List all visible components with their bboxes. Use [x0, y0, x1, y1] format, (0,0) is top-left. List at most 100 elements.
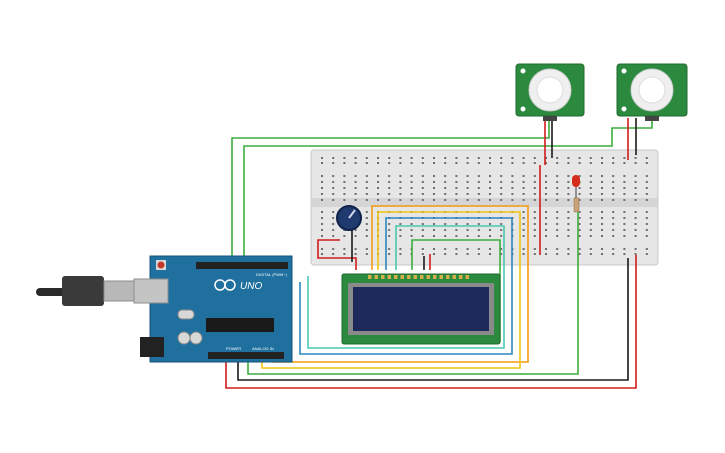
breadboard-hole	[556, 248, 559, 250]
breadboard-hole	[612, 175, 615, 177]
breadboard-hole	[343, 199, 346, 201]
wire-red-power[interactable]	[225, 255, 637, 389]
arduino-uno[interactable]: UNO DIGITAL (PWM~) POWER ANALOG IN	[133, 255, 293, 363]
breadboard-hole	[332, 211, 335, 213]
wire-cyan-1[interactable]	[307, 225, 505, 349]
breadboard-hole	[410, 157, 413, 159]
breadboard-hole	[522, 223, 525, 225]
breadboard-hole	[645, 181, 648, 183]
breadboard-hole	[601, 199, 603, 201]
lcd-pin[interactable]	[433, 275, 437, 279]
digital-header[interactable]	[196, 262, 288, 269]
lcd-pin[interactable]	[394, 275, 398, 279]
breadboard-hole	[545, 162, 547, 164]
breadboard-hole	[332, 253, 335, 255]
breadboard[interactable]	[310, 149, 659, 266]
breadboard-hole	[388, 187, 391, 189]
breadboard-hole	[645, 223, 648, 225]
power-analog-header[interactable]	[208, 352, 284, 359]
lcd-pin[interactable]	[446, 275, 450, 279]
lcd-pin[interactable]	[407, 275, 411, 279]
breadboard-hole	[332, 162, 335, 164]
breadboard-hole	[399, 223, 402, 225]
breadboard-hole	[556, 162, 559, 164]
pir-right-lens	[638, 76, 666, 104]
breadboard-hole	[567, 175, 570, 177]
breadboard-hole	[410, 229, 413, 231]
breadboard-hole	[589, 211, 592, 213]
breadboard-hole	[377, 187, 379, 189]
breadboard-hole	[601, 193, 603, 195]
breadboard-hole	[533, 248, 536, 250]
pir-left-hole-2	[520, 106, 526, 112]
led[interactable]	[572, 175, 580, 213]
breadboard-hole	[500, 235, 503, 237]
breadboard-hole	[399, 162, 402, 164]
lcd-pin[interactable]	[426, 275, 431, 279]
lcd-pin[interactable]	[387, 275, 392, 279]
breadboard-hole	[567, 181, 570, 183]
breadboard-hole	[388, 181, 391, 183]
wire-blue-1[interactable]	[299, 217, 513, 355]
breadboard-hole	[567, 157, 570, 159]
breadboard-hole	[477, 235, 480, 237]
breadboard-hole	[444, 223, 447, 225]
reset-button[interactable]	[157, 261, 165, 269]
lcd-display[interactable]	[341, 273, 501, 345]
usb-cable[interactable]	[36, 276, 135, 306]
breadboard-hole	[601, 181, 603, 183]
breadboard-hole	[343, 253, 346, 255]
breadboard-hole	[556, 181, 559, 183]
breadboard-hole	[365, 199, 368, 201]
breadboard-hole	[455, 248, 458, 250]
breadboard-hole	[477, 187, 480, 189]
lcd-pin[interactable]	[368, 275, 372, 279]
wire-green-led[interactable]	[247, 212, 579, 375]
lcd-pin[interactable]	[439, 275, 444, 279]
breadboard-hole	[343, 157, 346, 159]
potentiometer[interactable]	[336, 205, 362, 231]
breadboard-hole	[623, 217, 626, 219]
breadboard-hole	[545, 193, 547, 195]
wire-black-power[interactable]	[237, 258, 629, 381]
breadboard-hole	[522, 181, 525, 183]
breadboard-hole	[421, 157, 424, 159]
breadboard-hole	[388, 157, 391, 159]
breadboard-hole	[365, 211, 368, 213]
breadboard-hole	[377, 175, 379, 177]
breadboard-hole	[612, 193, 615, 195]
breadboard-hole	[522, 229, 525, 231]
pir-sensor-right[interactable]	[616, 63, 688, 121]
resistor[interactable]	[573, 197, 580, 213]
breadboard-hole	[399, 181, 402, 183]
atmega-chip	[206, 318, 274, 332]
wire-green-1[interactable]	[231, 118, 550, 262]
breadboard-hole	[533, 193, 536, 195]
breadboard-hole	[332, 181, 335, 183]
wire-red-pot[interactable]	[317, 239, 357, 270]
breadboard-hole	[500, 223, 503, 225]
wire-green-2[interactable]	[243, 118, 653, 262]
breadboard-hole	[545, 157, 547, 159]
lcd-pins	[368, 275, 469, 279]
breadboard-hole	[444, 229, 447, 231]
breadboard-hole	[500, 175, 503, 177]
breadboard-hole	[477, 253, 480, 255]
lcd-pin[interactable]	[374, 275, 379, 279]
breadboard-hole	[489, 187, 491, 189]
lcd-pin[interactable]	[400, 275, 405, 279]
arduino-brand-label: UNO	[240, 281, 262, 292]
breadboard-hole	[612, 181, 615, 183]
breadboard-hole	[332, 157, 335, 159]
lcd-pin[interactable]	[459, 275, 463, 279]
breadboard-hole	[612, 223, 615, 225]
lcd-pin[interactable]	[420, 275, 424, 279]
breadboard-hole	[354, 193, 357, 195]
pir-sensor-left[interactable]	[515, 63, 585, 121]
lcd-pin[interactable]	[465, 275, 470, 279]
lcd-pin[interactable]	[381, 275, 385, 279]
lcd-pin[interactable]	[452, 275, 457, 279]
breadboard-hole	[433, 223, 435, 225]
lcd-pin[interactable]	[413, 275, 418, 279]
breadboard-hole	[634, 181, 637, 183]
